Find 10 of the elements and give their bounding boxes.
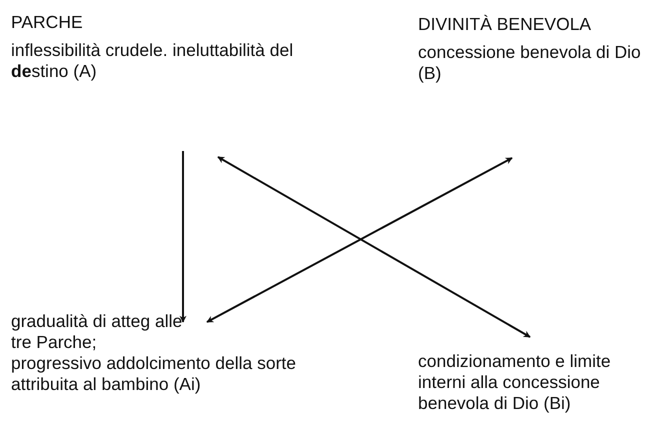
body-text: inflessibilità crudele. ineluttabilità del destino (A) bbox=[11, 40, 294, 82]
heading-text: PARCHE bbox=[11, 12, 84, 33]
arrow bbox=[180, 151, 186, 323]
arrow bbox=[217, 156, 531, 338]
heading-text: gradualità di atteg alle tre Parche; bbox=[11, 311, 183, 353]
body-text: concessione benevola di Dio (B) bbox=[418, 42, 642, 84]
heading-text: DIVINITÀ BENEVOLA bbox=[418, 14, 592, 35]
body-text: condizionamento e limite interni alla concessione benevola di Dio (Bi) bbox=[418, 351, 612, 414]
body-text: progressivo addolcimento della sorte attribuita al bambino (Ai) bbox=[11, 353, 298, 395]
arrow bbox=[206, 157, 513, 323]
